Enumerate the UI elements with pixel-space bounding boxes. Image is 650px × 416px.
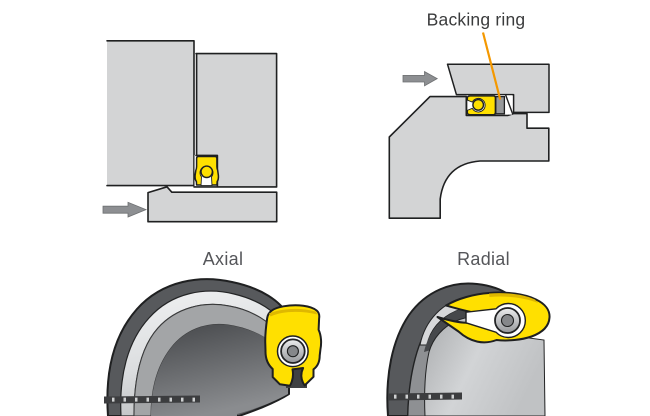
backing-ring-leader-line <box>481 32 502 100</box>
axial-3d-bottom-cut-edge <box>104 395 200 404</box>
axial-3d-ring-bore <box>151 324 288 416</box>
radial-3d-bottom-cut-edge <box>388 392 462 401</box>
axial-seal-spring <box>200 165 214 179</box>
axial-3d-spring-bore <box>286 345 299 358</box>
radial-cross-section-diagram: Backing ring Radial <box>388 10 550 269</box>
radial-groove-wall-line <box>505 94 514 115</box>
axial-3d-seal-top-shade <box>269 308 318 317</box>
radial-label: Radial <box>457 249 510 269</box>
radial-seal-3d-view <box>386 282 551 416</box>
radial-pressure-arrow-icon <box>402 70 439 87</box>
radial-3d-spring-bore <box>500 313 515 328</box>
radial-3d-seal-top-shade <box>489 293 538 303</box>
axial-housing-outline <box>193 52 278 188</box>
radial-shaft-block <box>388 95 550 219</box>
backing-ring-label: Backing ring <box>427 10 526 30</box>
axial-left-component-outline <box>106 40 195 187</box>
radial-seal-cross-section <box>466 95 506 116</box>
axial-cross-section-diagram: Axial <box>102 40 278 269</box>
axial-pressure-arrow-icon <box>102 201 148 218</box>
radial-seal-spring <box>472 98 485 111</box>
axial-seal-3d-view <box>104 278 323 416</box>
axial-label: Axial <box>203 249 244 269</box>
axial-seal-cross-section <box>194 155 220 187</box>
axial-left-component-block <box>107 40 194 186</box>
axial-shaft-block <box>147 186 278 223</box>
